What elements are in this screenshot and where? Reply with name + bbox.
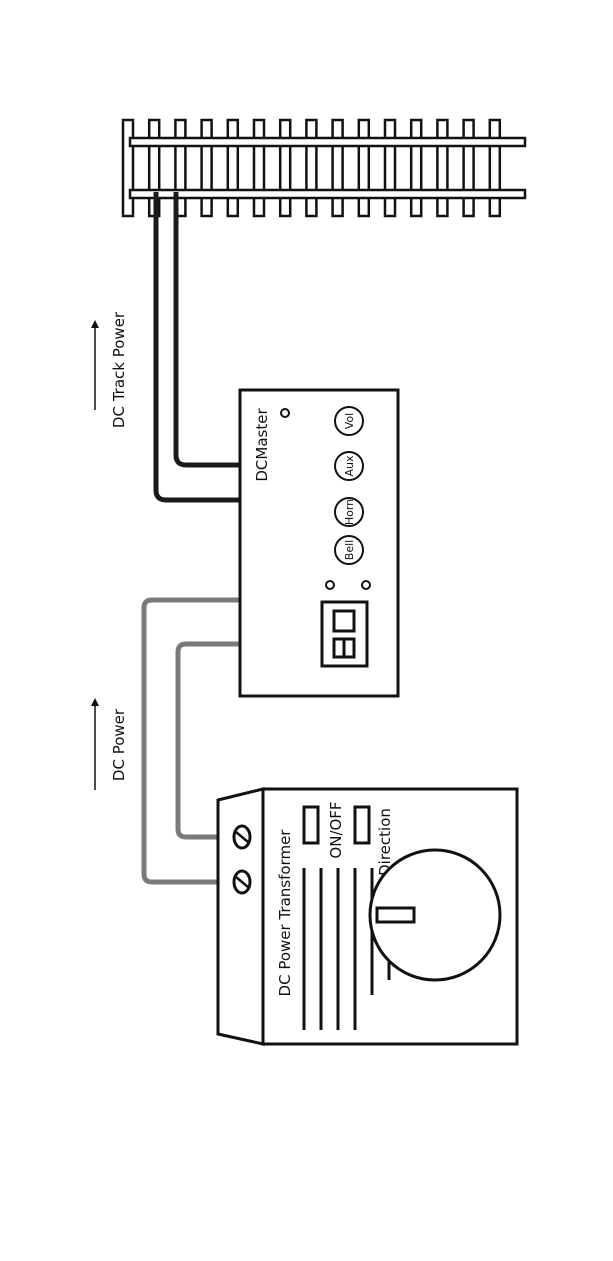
track-power-wires bbox=[156, 192, 240, 500]
on-off-switch[interactable] bbox=[304, 807, 318, 843]
button-aux-label: Aux bbox=[343, 455, 356, 476]
track-wire-inner bbox=[176, 192, 240, 465]
track-ties bbox=[123, 120, 500, 216]
track-tie bbox=[333, 120, 343, 216]
terminal-1 bbox=[234, 826, 250, 848]
button-horn-label: Horn bbox=[343, 499, 356, 525]
track-power-arrow-head bbox=[91, 320, 99, 328]
terminal-2 bbox=[234, 871, 250, 893]
rail-bottom bbox=[130, 190, 525, 198]
track-tie bbox=[228, 120, 238, 216]
track-tie bbox=[464, 120, 474, 216]
track-tie bbox=[254, 120, 264, 216]
track-tie bbox=[359, 120, 369, 216]
track-tie bbox=[306, 120, 316, 216]
dc-track-power-label-group: DC Track Power bbox=[91, 311, 128, 428]
transformer-label: DC Power Transformer bbox=[276, 829, 294, 997]
track-tie bbox=[123, 120, 133, 216]
track bbox=[123, 120, 525, 216]
direction-switch[interactable] bbox=[355, 807, 369, 843]
dc-power-label: DC Power bbox=[110, 708, 128, 781]
on-off-label: ON/OFF bbox=[327, 801, 345, 858]
button-vol-label: Vol bbox=[343, 413, 356, 429]
dc-power-arrow-head bbox=[91, 698, 99, 706]
button-bell[interactable]: Bell bbox=[335, 536, 363, 564]
track-tie bbox=[490, 120, 500, 216]
dc-power-transformer: DC Power Transformer ON/OFF Direction bbox=[218, 789, 517, 1044]
button-vol[interactable]: Vol bbox=[335, 407, 363, 435]
dc-track-power-label: DC Track Power bbox=[110, 311, 128, 428]
track-tie bbox=[411, 120, 421, 216]
track-wire-outer bbox=[156, 192, 240, 500]
speed-knob[interactable] bbox=[370, 850, 500, 980]
button-bell-label: Bell bbox=[343, 540, 356, 560]
dcmaster-unit: DCMaster 08 Bell Horn Aux Vol bbox=[0, 0, 398, 696]
speed-knob-pointer[interactable] bbox=[377, 908, 414, 922]
track-tie bbox=[385, 120, 395, 216]
button-horn[interactable]: Horn bbox=[335, 498, 363, 526]
track-tie bbox=[202, 120, 212, 216]
dc-power-label-group: DC Power bbox=[91, 698, 128, 790]
button-aux[interactable]: Aux bbox=[335, 452, 363, 480]
track-tie bbox=[280, 120, 290, 216]
rail-top bbox=[130, 138, 525, 146]
track-tie bbox=[437, 120, 447, 216]
dcmaster-label: DCMaster bbox=[253, 408, 271, 482]
